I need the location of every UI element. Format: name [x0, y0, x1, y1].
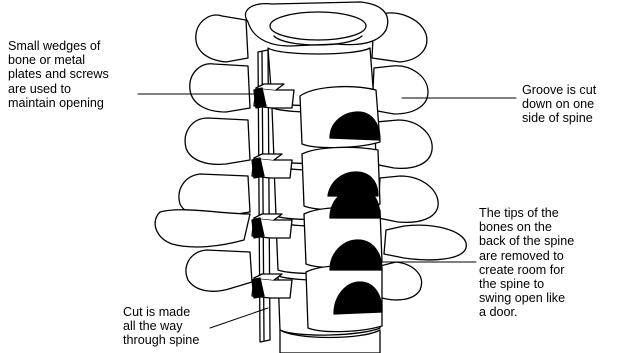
callout-line: through spine [123, 333, 199, 347]
callout-line: down on one [522, 97, 596, 111]
bone-tips-callout: The tips of the bones on the back of the… [479, 206, 574, 320]
callout-line: bones on the [479, 220, 574, 234]
callout-line: create room for [479, 263, 574, 277]
cut-callout: Cut is made all the way through spine [123, 305, 199, 348]
callout-line: Groove is cut [522, 83, 596, 97]
callout-line: plates and screws [8, 67, 109, 81]
callout-line: a door. [479, 305, 574, 319]
callout-line: the spine to [479, 277, 574, 291]
wedges-callout: Small wedges of bone or metal plates and… [8, 39, 109, 110]
right-lateral-processes [372, 13, 466, 300]
callout-line: are used to [8, 82, 109, 96]
groove-callout: Groove is cut down on one side of spine [522, 83, 596, 126]
callout-line: Cut is made [123, 305, 199, 319]
left-lateral-processes [155, 15, 252, 291]
top-vertebra [245, 2, 387, 46]
callout-line: maintain opening [8, 96, 109, 110]
callout-line: all the way [123, 319, 199, 333]
callout-line: side of spine [522, 111, 596, 125]
callout-line: swing open like [479, 291, 574, 305]
callout-line: are removed to [479, 249, 574, 263]
callout-line: Small wedges of [8, 39, 109, 53]
callout-line: The tips of the [479, 206, 574, 220]
callout-line: bone or metal [8, 53, 109, 67]
callout-line: back of the spine [479, 234, 574, 248]
